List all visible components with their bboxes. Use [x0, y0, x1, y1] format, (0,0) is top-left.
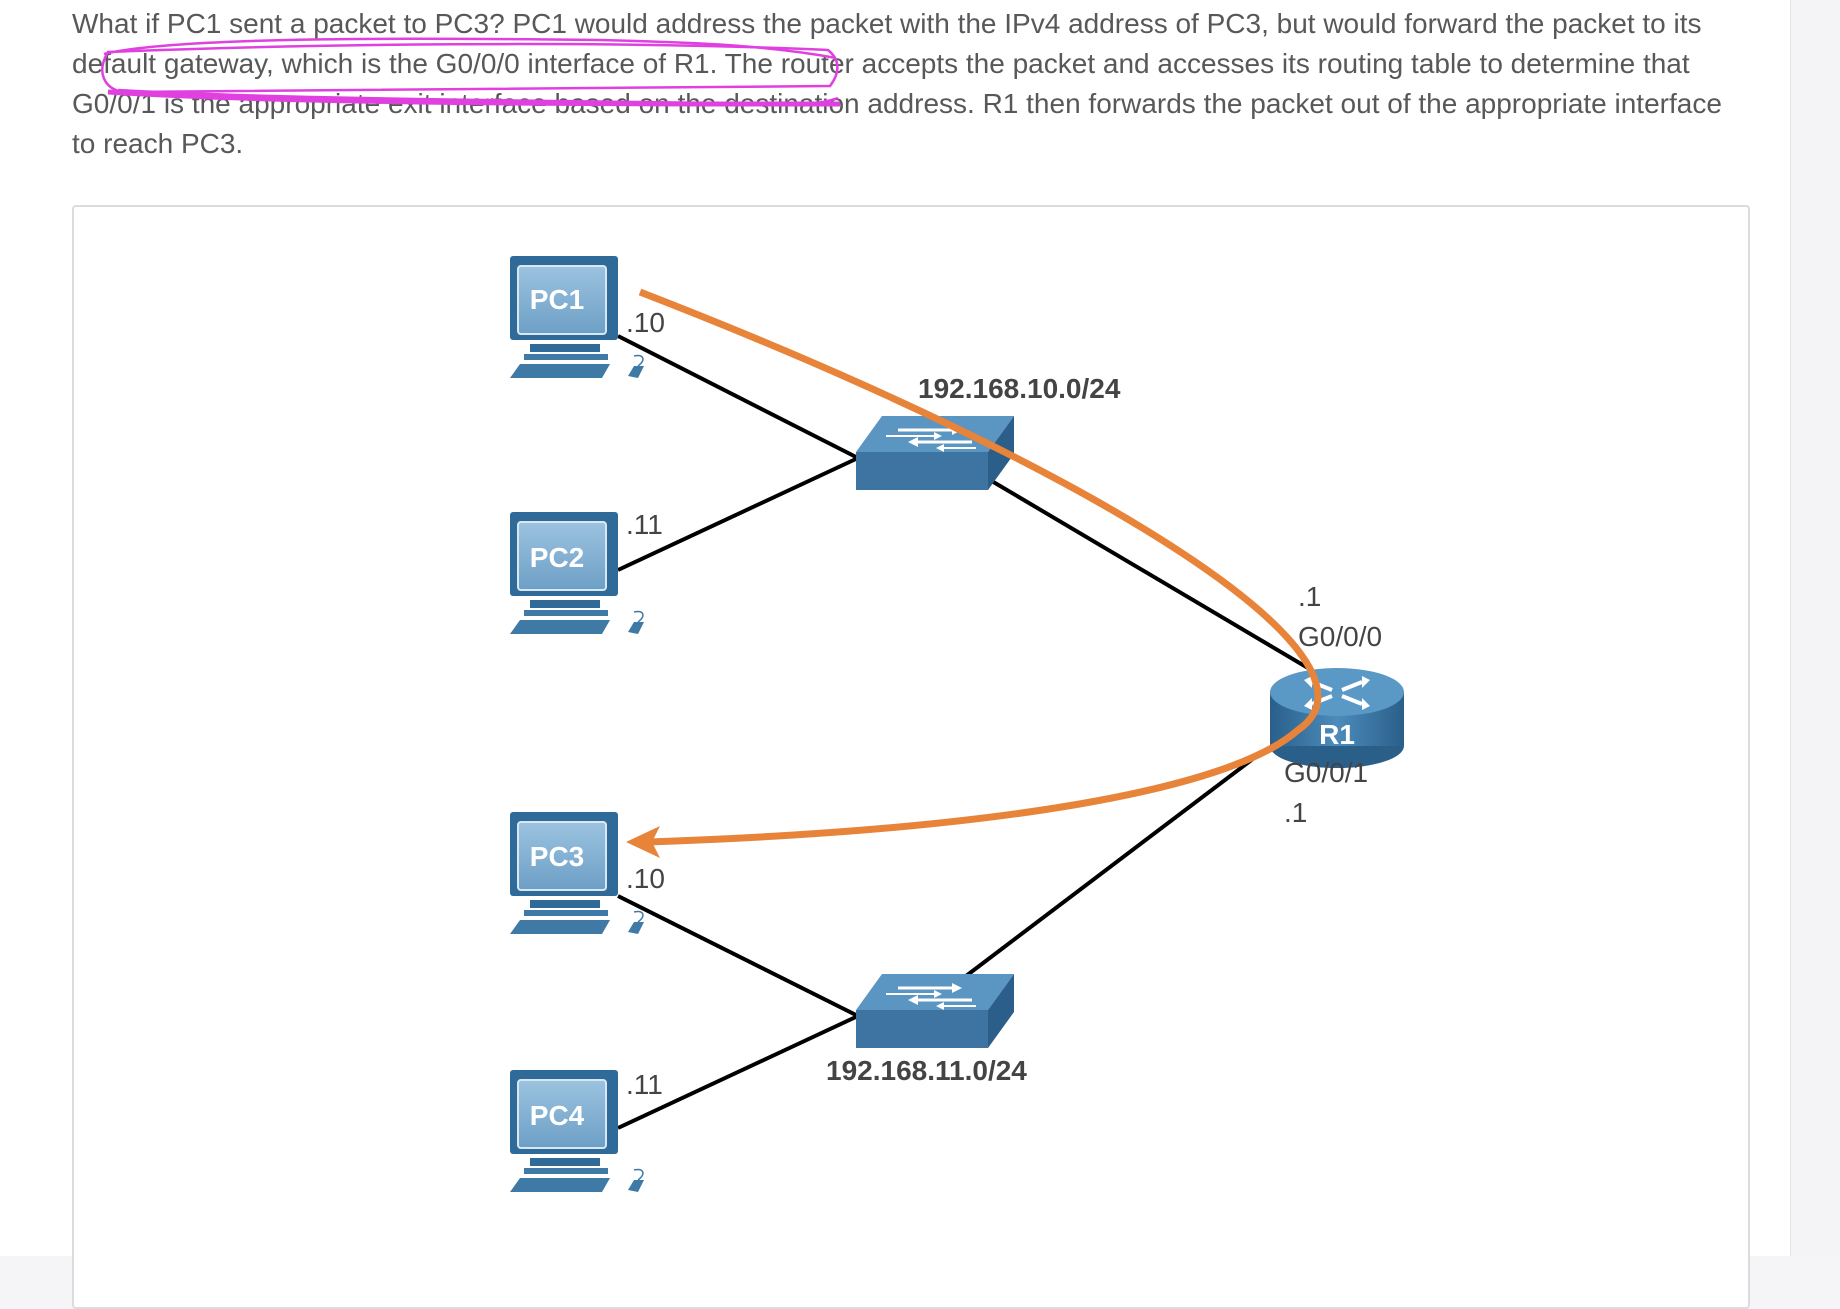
- link-pc4-switch2: [617, 1014, 859, 1130]
- link-pc3-switch2: [617, 894, 859, 1018]
- router-r1-icon: [1270, 668, 1404, 768]
- links: [617, 334, 1310, 1130]
- link-pc1-switch1: [617, 334, 859, 460]
- r1-g001-host: .1: [1284, 797, 1307, 828]
- link-pc2-switch1: [617, 456, 859, 572]
- r1-g000-name: G0/0/0: [1298, 621, 1382, 652]
- packet-path-arrowhead: [626, 826, 660, 858]
- packet-path-arrow: [638, 288, 1322, 846]
- topology-diagram: PC1 PC2 PC3 PC4 .10 .11 .10 .11 192.168.…: [101, 37, 1404, 1193]
- link-switch1-r1: [988, 478, 1310, 670]
- pc3-icon: [509, 811, 645, 935]
- network-top-label: 192.168.10.0/24: [918, 373, 1121, 404]
- content-page: What if PC1 sent a packet to PC3? PC1 wo…: [72, 8, 1750, 1309]
- right-scroll-rail[interactable]: [1790, 0, 1840, 1256]
- r1-label: R1: [1319, 719, 1355, 750]
- pc3-host-id: .10: [626, 863, 665, 894]
- r1-g001-name: G0/0/1: [1284, 757, 1368, 788]
- switch-bottom-icon: [854, 972, 1016, 1050]
- network-bottom-label: 192.168.11.0/24: [826, 1055, 1027, 1086]
- switch-top-icon: [854, 414, 1016, 492]
- pc4-icon: [509, 1069, 645, 1193]
- topology-figure: [72, 205, 1750, 1309]
- pc2-label: PC2: [530, 542, 584, 573]
- intro-paragraph: What if PC1 sent a packet to PC3? PC1 wo…: [72, 8, 1722, 159]
- r1-g000-host: .1: [1298, 581, 1321, 612]
- pc4-label: PC4: [530, 1100, 585, 1131]
- annotation-underline: [107, 89, 841, 107]
- pc2-icon: [509, 511, 645, 635]
- pc1-host-id: .10: [626, 307, 665, 338]
- pc1-label: PC1: [530, 284, 584, 315]
- pc4-host-id: .11: [626, 1069, 663, 1100]
- link-r1-switch2: [964, 750, 1264, 978]
- pc1-icon: [509, 255, 645, 379]
- pc3-label: PC3: [530, 841, 584, 872]
- pc2-host-id: .11: [626, 509, 663, 540]
